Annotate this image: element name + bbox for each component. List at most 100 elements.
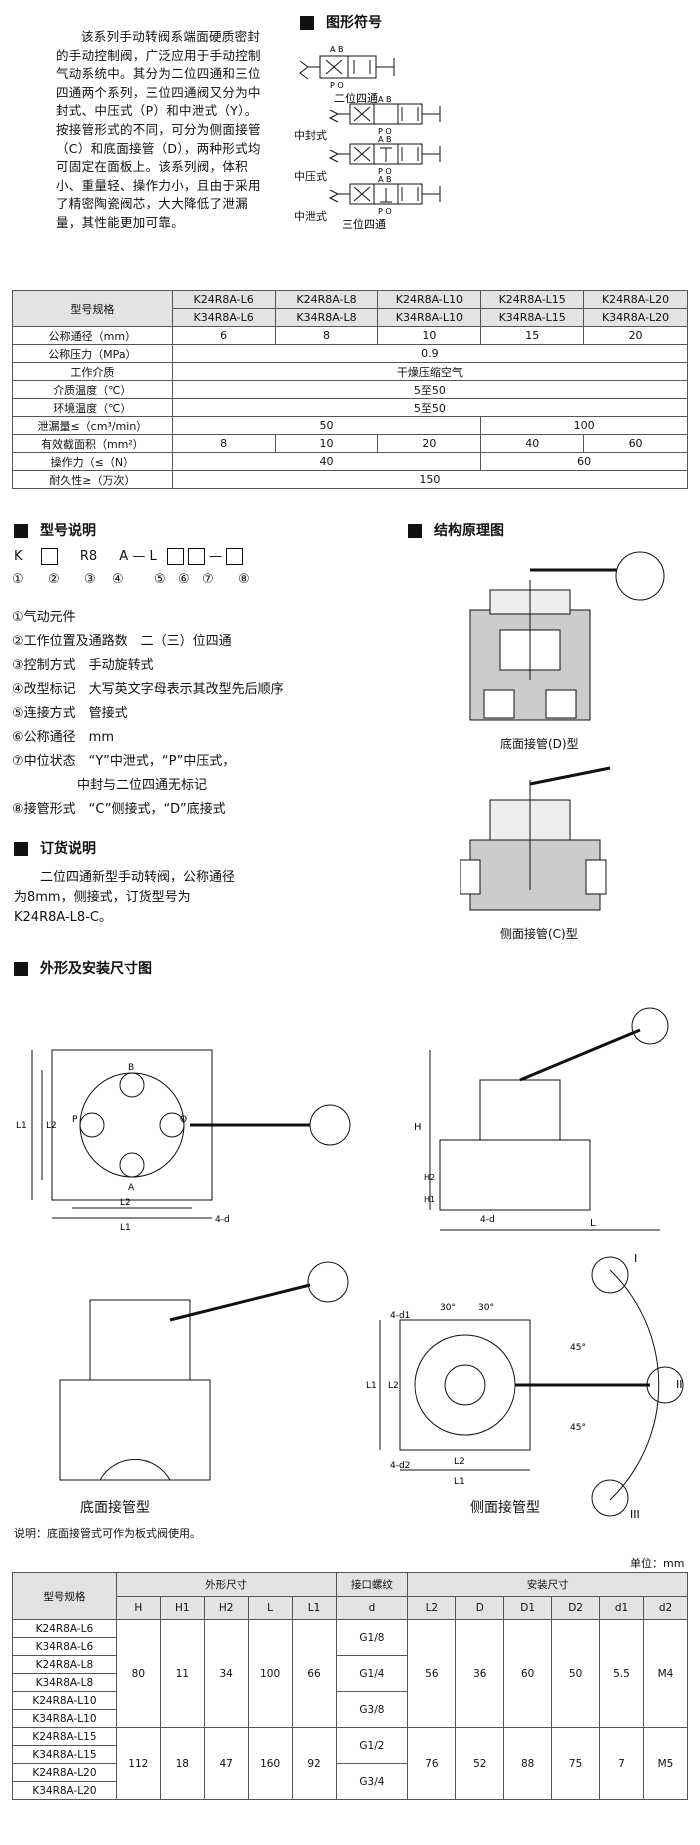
label-o: O — [180, 1115, 187, 1125]
spec-cell: 5至50 — [171, 398, 689, 417]
label-hole: 4-d — [215, 1215, 230, 1225]
spec-row-label: 环境温度（℃） — [12, 398, 173, 417]
dim-cell: 66 — [291, 1619, 337, 1728]
symbol-closed-label: 中封式 — [294, 129, 327, 142]
dim-cell: M4 — [642, 1619, 689, 1728]
dimension-drawings: B P O A L1 L2 L2 L1 4-d H H2 H1 4-d L 4-… — [16, 1007, 684, 1520]
symbol-exhaust-label: 中泄式 — [294, 210, 327, 223]
section-bullet — [14, 842, 28, 856]
spec-row-label: 介质温度（℃） — [12, 380, 173, 399]
spec-row-label: 耐久性≥（万次） — [12, 470, 173, 489]
spec-cell: 8 — [274, 326, 379, 345]
dim-col: d1 — [599, 1595, 644, 1620]
symbol-heading: 图形符号 — [300, 12, 382, 32]
spec-cell: 60 — [480, 452, 688, 471]
spec-model: K34R8A-L8 — [274, 308, 379, 327]
dim-cell: 76 — [407, 1727, 457, 1800]
valve-symbol-diagram: A B P O 二位四通 A B P O A B P O A B P O 三位四… — [299, 45, 441, 231]
dim-col: L — [247, 1595, 293, 1620]
unit-label: 单位：mm — [630, 1557, 685, 1570]
symbol-ab-1: A B — [330, 45, 344, 54]
code-num: ④ — [112, 572, 124, 587]
spec-cell: 15 — [480, 326, 585, 345]
symbol-po-1: P O — [330, 81, 344, 90]
label-30a: 30° — [440, 1303, 456, 1313]
dim-cell: 11 — [159, 1619, 205, 1728]
code-k: K — [14, 549, 23, 564]
code-num: ⑥ — [178, 572, 190, 587]
dim-model: K34R8A-L10 — [12, 1709, 117, 1728]
caption-side-type: 侧面接管型 — [470, 1500, 540, 1516]
spec-model: K24R8A-L20 — [583, 290, 688, 309]
structure-diagram-side — [460, 766, 611, 911]
structure-side-caption: 侧面接管(C)型 — [500, 927, 578, 941]
dims-heading: 外形及安装尺寸图 — [14, 958, 152, 978]
dim-model-label: 型号规格 — [12, 1572, 117, 1620]
dim-col: d2 — [642, 1595, 689, 1620]
code-r8: R8 — [79, 549, 98, 564]
spec-row-label: 有效截面积（mm²） — [12, 434, 173, 453]
model-item: ④改型标记 大写英文字母表示其改型先后顺序 — [12, 682, 284, 697]
model-item: ②工作位置及通路数 二（三）位四通 — [12, 634, 232, 649]
spec-cell: 100 — [480, 416, 688, 435]
dim-thread: G1/4 — [335, 1655, 409, 1692]
dim-cell: 52 — [455, 1727, 505, 1800]
dim-group: 外形尺寸 — [115, 1572, 337, 1597]
symbol-three-pos: 三位四通 — [342, 217, 386, 231]
dim-cell: 80 — [115, 1619, 161, 1728]
section-bullet — [14, 962, 28, 976]
label-l-right: L — [590, 1218, 596, 1229]
code-num: ② — [48, 572, 60, 587]
label-l2-left: L2 — [46, 1121, 57, 1131]
dim-cell: 5.5 — [599, 1619, 644, 1728]
dim-col: D2 — [551, 1595, 601, 1620]
label-l1-bottom: L1 — [120, 1223, 131, 1233]
section-bullet — [14, 524, 28, 538]
label-pos-i: I — [634, 1252, 637, 1265]
structure-diagram-bottom — [469, 551, 665, 721]
dim-thread: G1/2 — [335, 1727, 409, 1764]
label-h: H — [414, 1122, 422, 1133]
dim-group: 接口螺纹 — [335, 1572, 409, 1597]
structure-heading-text: 结构原理图 — [434, 523, 504, 539]
label-l2-bottom: L2 — [120, 1198, 131, 1208]
model-code: K R8 A — L — — [14, 548, 244, 565]
symbol-ab-3: A B — [378, 135, 392, 144]
spec-cell: 20 — [377, 434, 482, 453]
label-l2b-angle: L2 — [454, 1457, 465, 1467]
dim-model: K24R8A-L6 — [12, 1619, 117, 1638]
dim-thread: G3/4 — [335, 1763, 409, 1800]
model-item: ⑥公称通径 mm — [12, 730, 114, 745]
label-l1b-angle: L1 — [454, 1477, 465, 1487]
dim-thread: G1/8 — [335, 1619, 409, 1656]
spec-row-label: 公称压力（MPa） — [12, 344, 173, 363]
code-dash: — — [209, 549, 223, 564]
label-4d2: 4-d2 — [390, 1461, 410, 1471]
dim-model: K24R8A-L15 — [12, 1727, 117, 1746]
dims-heading-text: 外形及安装尺寸图 — [40, 961, 152, 977]
order-text: 二位四通新型手动转阀，公称通径为8mm，侧接式，订货型号为K24R8A-L8-C… — [14, 870, 236, 925]
dim-model: K34R8A-L20 — [12, 1781, 117, 1800]
dim-cell: 100 — [247, 1619, 293, 1728]
spec-model-label: 型号规格 — [12, 290, 173, 327]
dim-col: H1 — [159, 1595, 205, 1620]
structure-heading: 结构原理图 — [408, 520, 504, 540]
dim-col: D1 — [503, 1595, 553, 1620]
spec-model: K24R8A-L15 — [480, 290, 585, 309]
model-item: ①气动元件 — [12, 610, 76, 625]
label-p: P — [72, 1115, 78, 1125]
spec-row-label: 工作介质 — [12, 362, 173, 381]
label-l2-angle: L2 — [388, 1381, 399, 1391]
spec-cell: 60 — [583, 434, 688, 453]
dim-cell: 50 — [551, 1619, 601, 1728]
dim-col: H2 — [203, 1595, 249, 1620]
dim-group: 安装尺寸 — [407, 1572, 688, 1597]
dim-cell: 88 — [503, 1727, 553, 1800]
spec-cell: 40 — [480, 434, 585, 453]
code-a: A — [119, 549, 129, 564]
dim-cell: 112 — [115, 1727, 161, 1800]
spec-cell: 8 — [171, 434, 276, 453]
dim-col: L2 — [407, 1595, 457, 1620]
spec-cell: 5至50 — [171, 380, 689, 399]
